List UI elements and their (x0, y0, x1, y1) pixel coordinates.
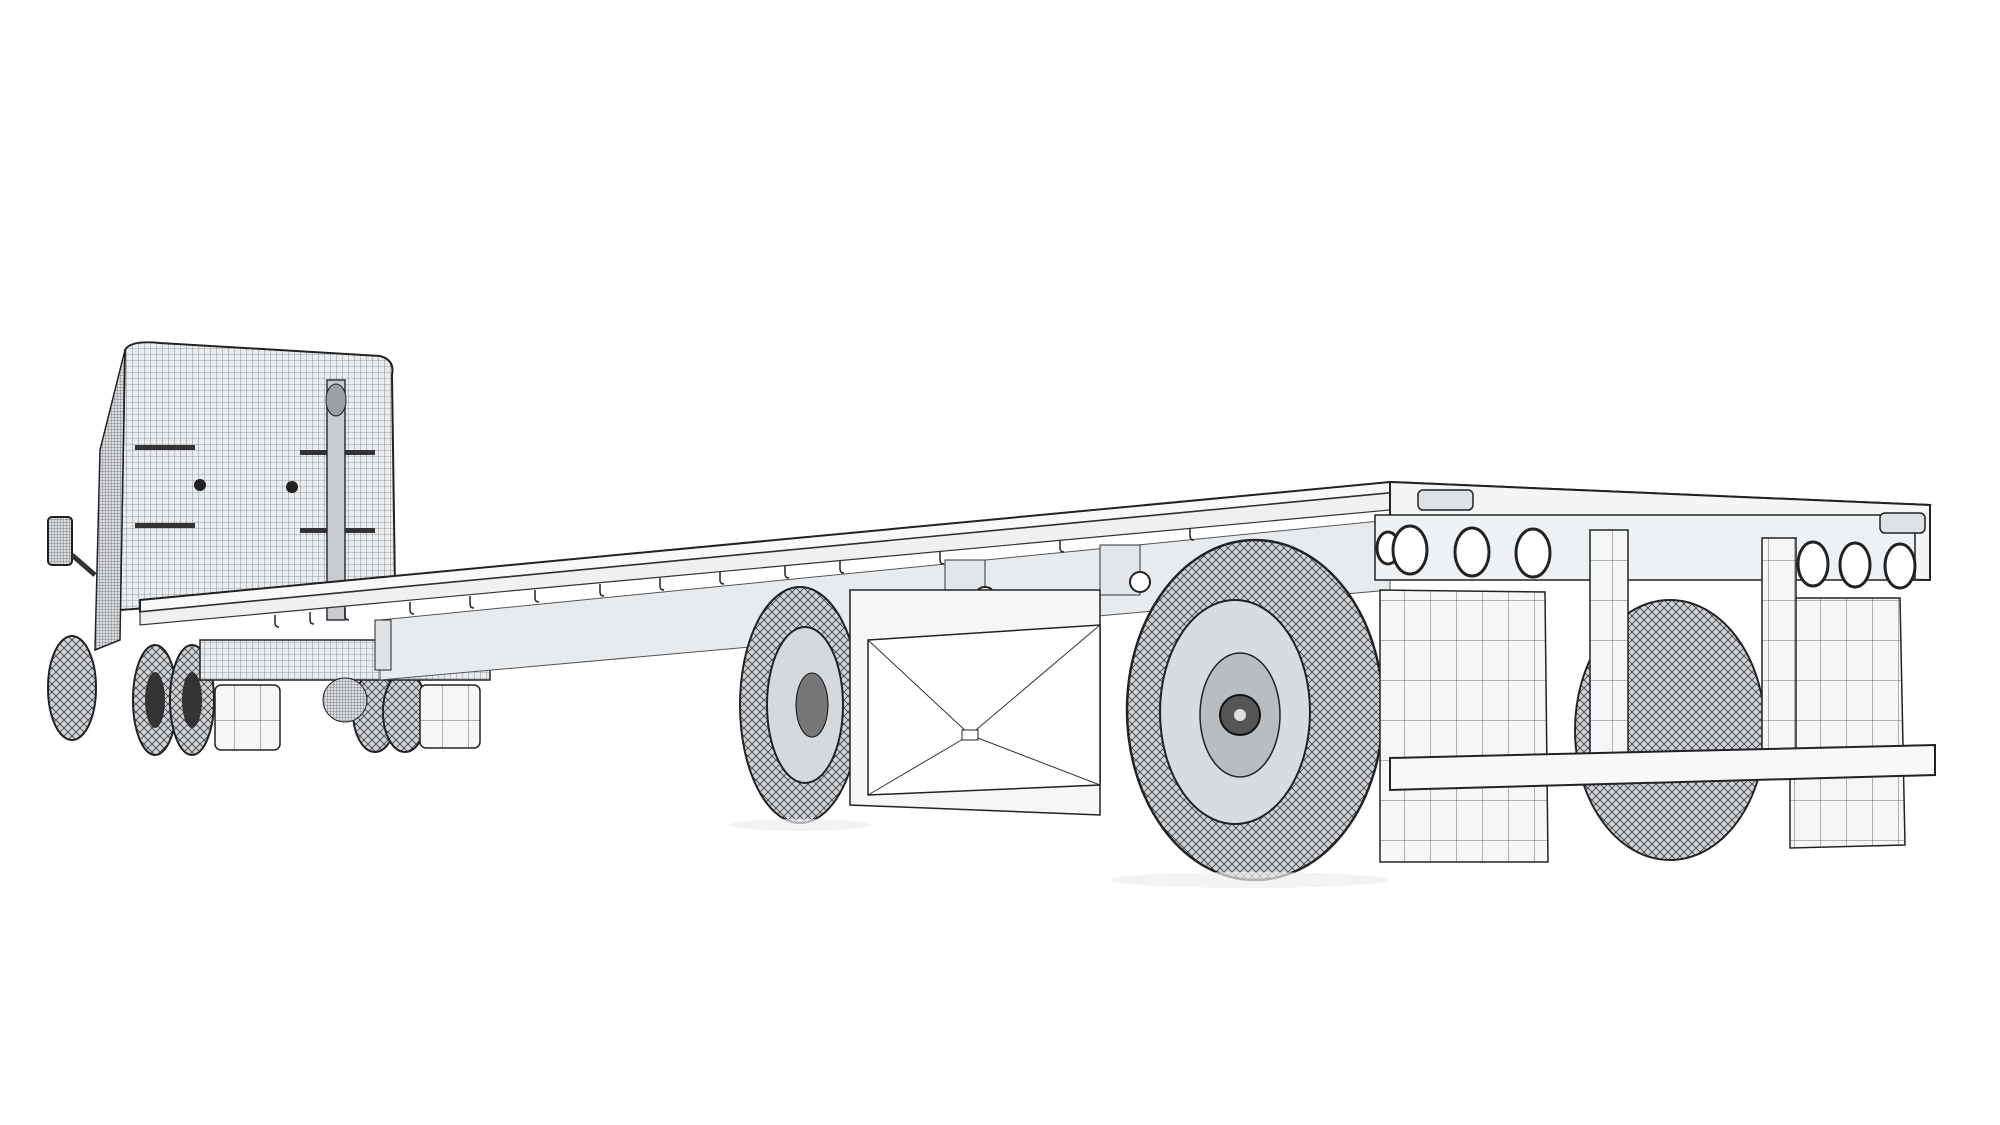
tractor (47, 341, 491, 756)
rear-post-left (1589, 529, 1629, 756)
exhaust-stack (326, 379, 346, 621)
rear-bumper (1389, 743, 1936, 792)
tail-lights-left (1375, 524, 1552, 579)
rear-post-right (1761, 537, 1797, 754)
side-mirror (47, 516, 73, 566)
flatbed-trailer (139, 480, 1936, 882)
mud-flap-right (419, 684, 481, 749)
sleeper-cab (118, 341, 397, 612)
rear-marker-light-right (1879, 512, 1926, 534)
mud-flap-left (214, 684, 281, 751)
rear-mud-flap-left (1379, 589, 1549, 863)
fifth-wheel (322, 677, 368, 723)
rear-mud-flap-right (1789, 597, 1906, 849)
rear-marker-light-left (1417, 489, 1474, 511)
front-wheel (47, 635, 97, 741)
tail-lights-right (1796, 540, 1917, 590)
